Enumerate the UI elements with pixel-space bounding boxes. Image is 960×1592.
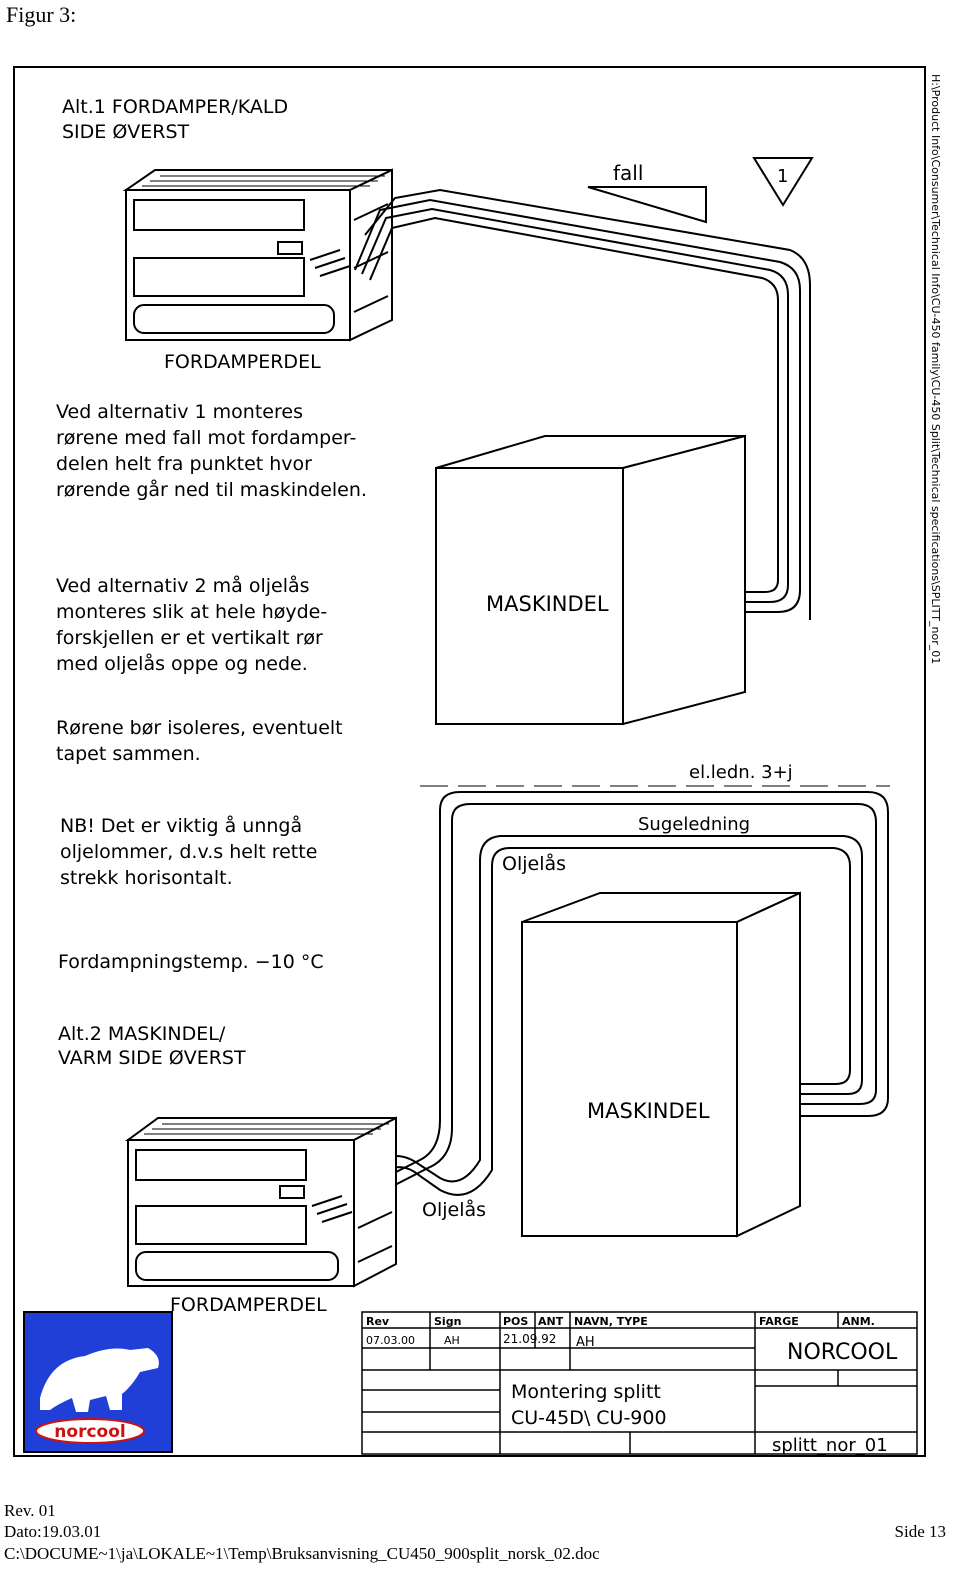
footer-page-number: Side 13: [894, 1522, 946, 1541]
footer-date: Dato:19.03.01: [4, 1522, 102, 1541]
fordamperdel-label-bottom: FORDAMPERDEL: [170, 1294, 327, 1316]
note2-line1: Ved alternativ 2 må oljelås: [56, 574, 310, 597]
note4-line1: NB! Det er viktig å unngå: [60, 814, 302, 837]
rev-date: 07.03.00: [366, 1334, 415, 1347]
alt1-title-line2: SIDE ØVERST: [62, 121, 190, 143]
alt1-title: Alt.1 FORDAMPER/KALD SIDE ØVERST: [62, 96, 288, 143]
th-navn-type: NAVN, TYPE: [574, 1315, 648, 1328]
fall-slope-symbol: [587, 186, 707, 224]
note5-temperature: Fordampningstemp. −10 °C: [58, 951, 324, 973]
alt1-title-line1: Alt.1 FORDAMPER/KALD: [62, 96, 288, 118]
drawing-title-line1: Montering splitt: [511, 1381, 661, 1403]
note2-line2: monteres slik at hele høyde-: [56, 601, 327, 623]
sugeledning-label: Sugeledning: [638, 814, 750, 835]
company-name: NORCOOL: [787, 1340, 898, 1365]
el-ledn-label: el.ledn. 3+j: [689, 762, 793, 783]
title-block-headers: Rev Sign POS ANT NAVN, TYPE FARGE ANM.: [366, 1315, 875, 1328]
logo-wordmark: norcool: [54, 1422, 125, 1442]
th-rev: Rev: [366, 1315, 390, 1328]
drawing-frame: [13, 66, 926, 1457]
installation-notes: Ved alternativ 1 monteres rørene med fal…: [56, 401, 367, 973]
fall-label: fall: [613, 161, 643, 185]
side-path-text: H:\Product Info\Consumer\Technical Info\…: [929, 74, 942, 664]
machine-unit-bottom: [521, 891, 801, 1238]
drawn-by: AH: [576, 1335, 595, 1350]
note2-line3: forskjellen er et vertikalt rør: [56, 627, 323, 649]
maskindel-label-top: MASKINDEL: [486, 592, 609, 616]
note3-line1: Rørene bør isoleres, eventuelt: [56, 717, 343, 739]
maskindel-label-bottom: MASKINDEL: [587, 1099, 710, 1123]
evaporator-grille-bottom: [144, 1123, 389, 1135]
alt2-title-line1: Alt.2 MASKINDEL/: [58, 1023, 226, 1045]
marker-number: 1: [777, 166, 788, 187]
note1-line4: rørende går ned til maskindelen.: [56, 478, 367, 501]
alt2-title-line2: VARM SIDE ØVERST: [58, 1047, 246, 1069]
note1-line1: Ved alternativ 1 monteres: [56, 401, 303, 423]
note1-line3: delen helt fra punktet hvor: [56, 453, 312, 475]
th-sign: Sign: [434, 1315, 461, 1328]
th-pos: POS: [503, 1315, 528, 1328]
footer-file-path: C:\DOCUME~1\ja\LOKALE~1\Temp\Bruksanvisn…: [4, 1544, 600, 1563]
marker-triangle: [752, 157, 814, 207]
drawing-number: splitt_nor_01: [772, 1435, 888, 1456]
figure-label: Figur 3:: [6, 2, 77, 27]
note4-line2: oljelommer, d.v.s helt rette: [60, 841, 317, 863]
alt2-title: Alt.2 MASKINDEL/ VARM SIDE ØVERST: [58, 1023, 246, 1069]
evaporator-grille-top: [142, 175, 385, 187]
pipes-top: [354, 188, 811, 620]
evaporator-unit-top: [122, 168, 393, 342]
note4-line3: strekk horisontalt.: [60, 867, 233, 889]
logo-wordmark-oval: [35, 1418, 145, 1444]
machine-unit-top: [435, 434, 746, 726]
fordamperdel-label-top: FORDAMPERDEL: [164, 351, 321, 373]
evaporator-unit-bottom: [124, 1116, 397, 1288]
pipes-bottom: [349, 791, 889, 1206]
drawing-date: 21.09.92: [503, 1332, 556, 1346]
th-ant: ANT: [538, 1315, 564, 1328]
norcool-logo: norcool: [23, 1311, 173, 1453]
th-anm: ANM.: [842, 1315, 875, 1328]
note2-line4: med oljelås oppe og nede.: [56, 652, 308, 675]
oljelas-label-lower: Oljelås: [422, 1198, 486, 1221]
th-farge: FARGE: [759, 1315, 799, 1328]
drawing-title-line2: CU-45D\ CU-900: [511, 1407, 667, 1429]
note1-line2: rørene med fall mot fordamper-: [56, 427, 356, 449]
rev-sign: AH: [444, 1334, 460, 1347]
polar-bear-icon: [40, 1348, 159, 1412]
title-block-values: 07.03.00 AH 21.09.92 AH: [366, 1332, 595, 1350]
title-block: [361, 1311, 918, 1455]
footer-rev: Rev. 01: [4, 1501, 56, 1520]
oljelas-label-upper: Oljelås: [502, 852, 566, 875]
note3-line2: tapet sammen.: [56, 743, 201, 765]
